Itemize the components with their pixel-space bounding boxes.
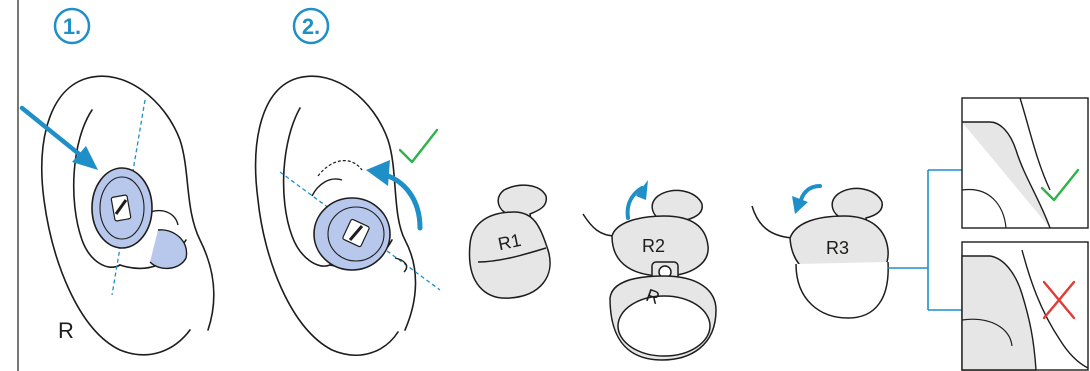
step-badge-1: 1.: [55, 9, 89, 43]
arrow-rotate-down-icon: [792, 186, 820, 214]
result-panel-incorrect: [962, 242, 1088, 370]
step-2-label: 2.: [302, 14, 320, 39]
step-badge-2: 2.: [294, 9, 328, 43]
ear-tip-R1: R1: [469, 185, 550, 298]
ear-tip-R3: R3: [752, 188, 888, 318]
result-panel-correct: [962, 98, 1088, 228]
tip-label-R3: R3: [826, 238, 849, 258]
earbud-1: [92, 168, 187, 268]
tip-label-R2: R2: [642, 236, 665, 256]
arrow-attach-icon: [628, 180, 648, 218]
side-label-R: R: [58, 318, 74, 343]
arrow-insert-icon: [22, 108, 98, 170]
earbud-housing: R: [610, 262, 716, 360]
check-icon: [400, 130, 437, 162]
step-1-label: 1.: [63, 14, 81, 39]
result-connector: [888, 170, 962, 310]
ear-tip-R2: R2: [583, 190, 708, 276]
